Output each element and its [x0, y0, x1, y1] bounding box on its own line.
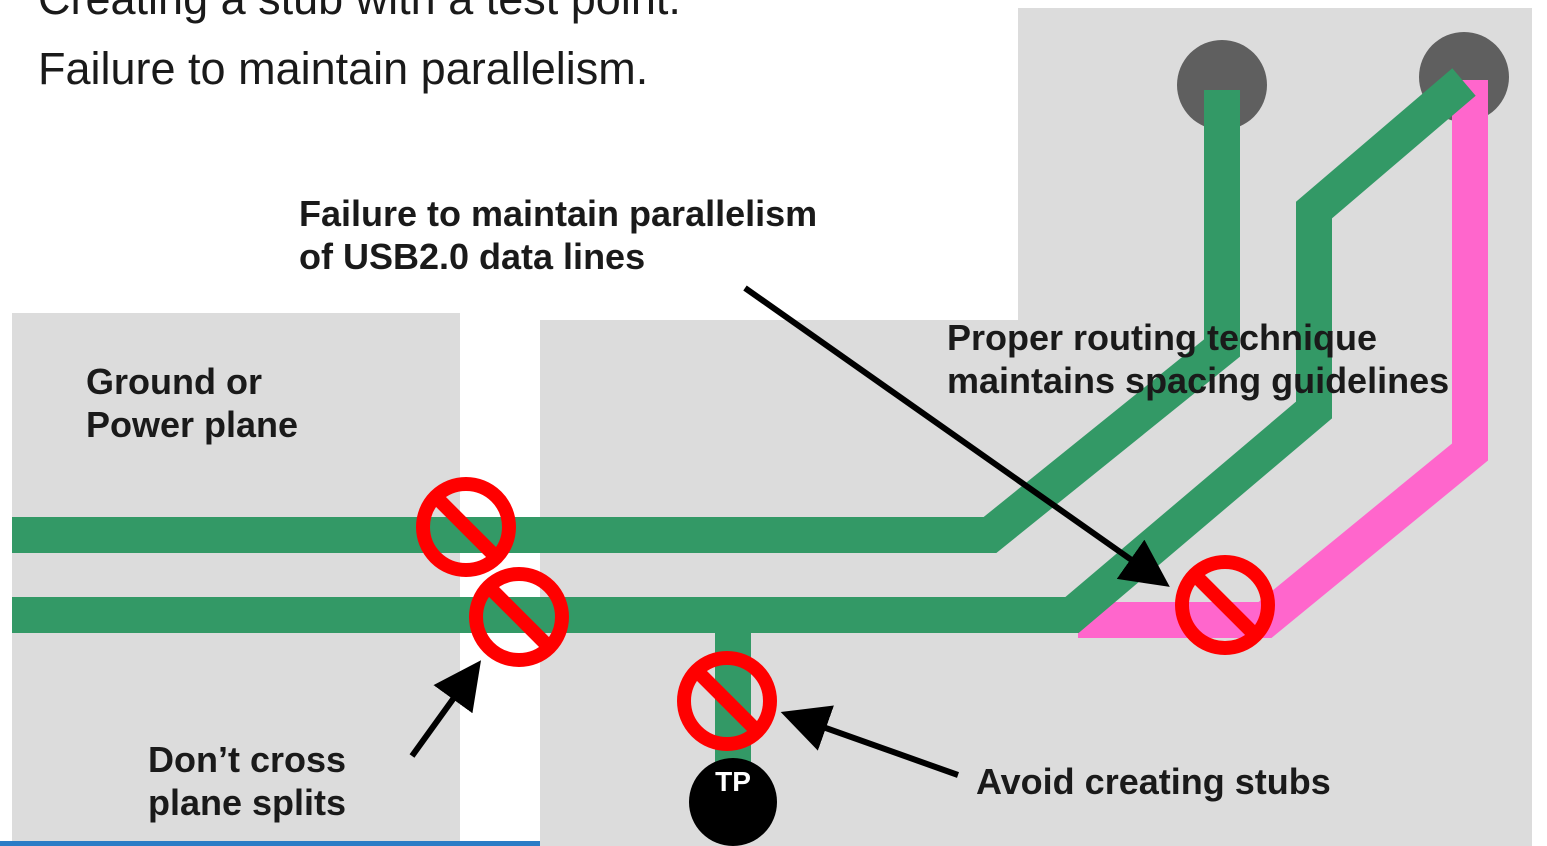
- plane-callout-line: Power plane: [86, 404, 299, 446]
- slide-heading-line-2: Failure to maintain parallelism.: [38, 43, 649, 94]
- test-point-label: TP: [715, 766, 751, 797]
- plane-callout: Ground or Power plane: [86, 360, 298, 446]
- prohibition-icon: [1175, 555, 1275, 655]
- parallelism-callout-line: of USB2.0 data lines: [299, 236, 646, 278]
- plane-callout-line: Ground or: [86, 361, 262, 402]
- proper-routing-callout: Proper routing technique maintains spaci…: [947, 316, 1449, 402]
- prohibition-icon: [469, 567, 569, 667]
- proper-routing-callout-line: maintains spacing guidelines: [947, 360, 1450, 402]
- right-plane: [540, 320, 1532, 846]
- parallelism-callout: Failure to maintain parallelism of USB2.…: [299, 192, 817, 278]
- proper-routing-callout-line: Proper routing technique: [947, 317, 1378, 358]
- stubs-callout: Avoid creating stubs: [976, 761, 1331, 802]
- plane-split-callout-line: Don’t cross: [148, 739, 347, 780]
- prohibition-icon: [677, 651, 777, 751]
- arrow-icon: [780, 705, 960, 778]
- parallelism-callout-line: Failure to maintain parallelism: [299, 193, 818, 234]
- prohibition-icon: [416, 477, 516, 577]
- footer-accent-bar: [0, 841, 540, 846]
- mismatched-trace: [1078, 80, 1488, 638]
- arrow-icon: [743, 285, 1170, 587]
- connector-pad-icon: [1177, 40, 1267, 130]
- left-plane: [12, 313, 460, 846]
- slide-heading-line-1: Creating a stub with a test point.: [38, 0, 681, 21]
- plane-split-callout: Don’t cross plane splits: [148, 738, 346, 824]
- arrow-icon: [409, 660, 482, 758]
- test-point-icon: [689, 758, 777, 846]
- plane-split-callout-line: plane splits: [148, 782, 347, 824]
- upper-trace: [12, 90, 1240, 553]
